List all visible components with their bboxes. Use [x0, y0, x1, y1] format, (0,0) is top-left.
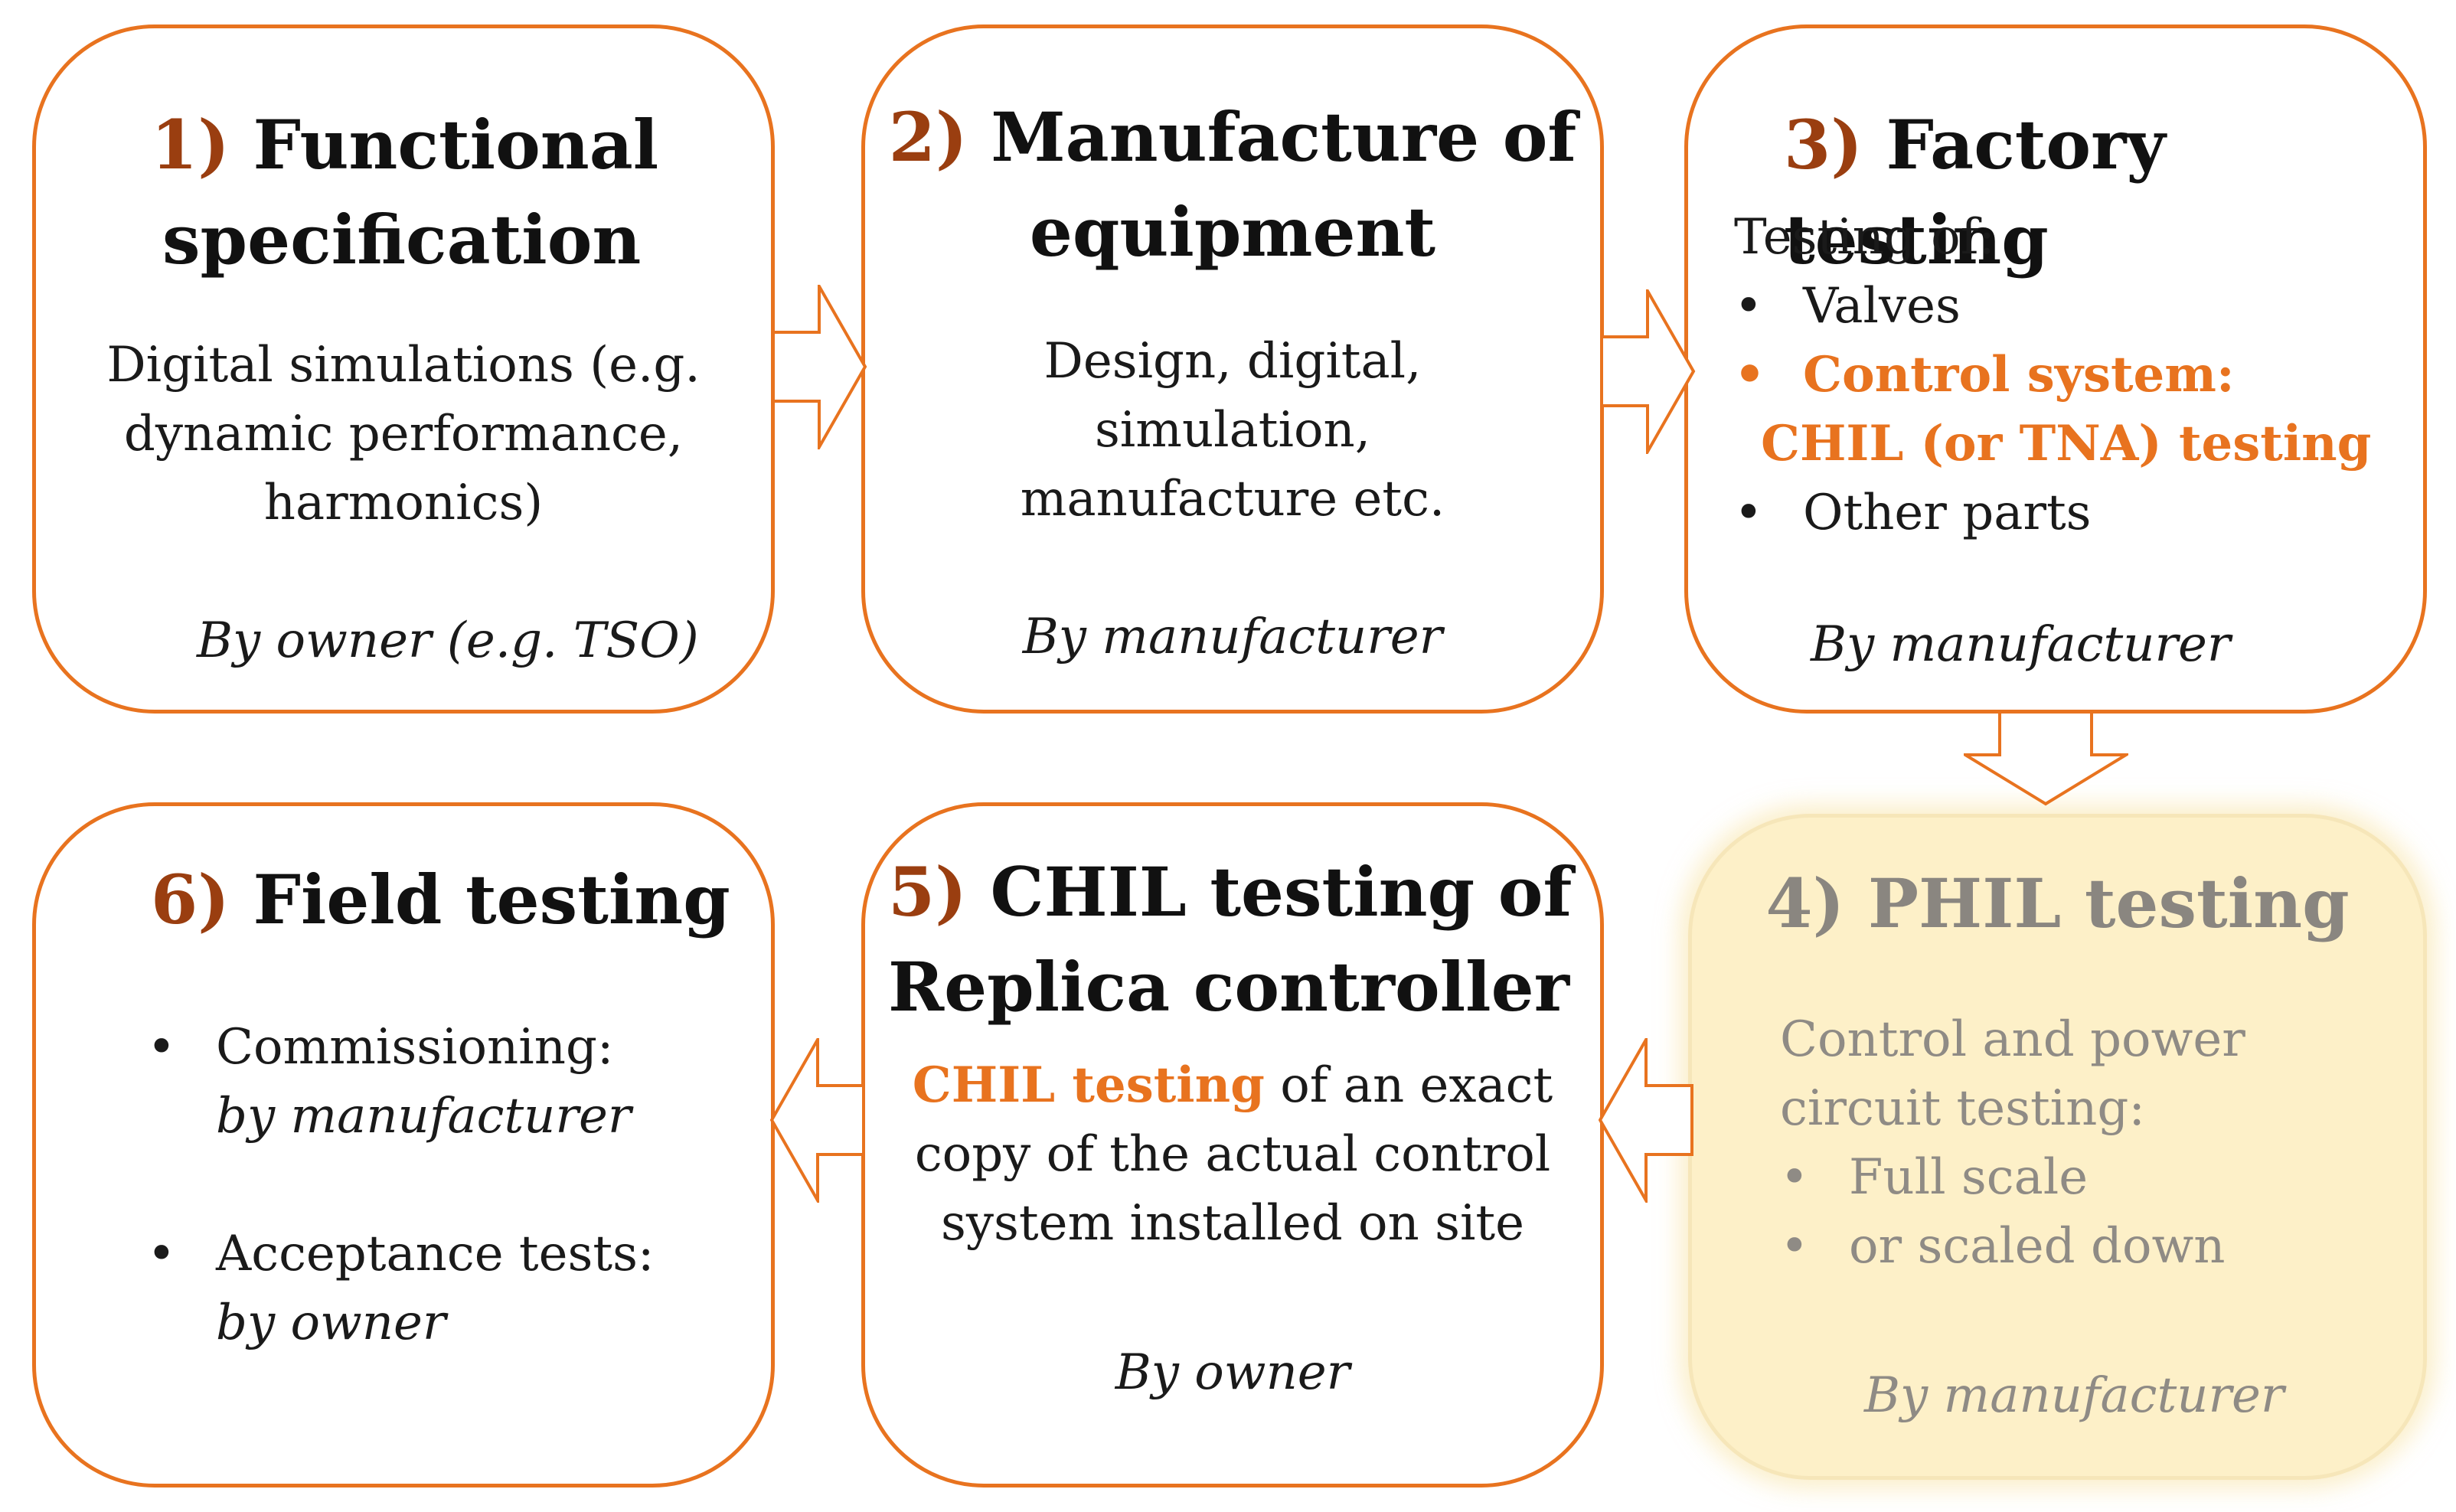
spacer [147, 1151, 771, 1220]
step-3-box: 3) Factory testing Testing of: • Valves •… [1684, 24, 2427, 714]
step-4-number: 4) [1765, 864, 1845, 943]
step-2-owner: By manufacturer [1022, 609, 1443, 665]
arrow-1-to-2-icon [772, 285, 867, 449]
step-2-line: manufacture etc. [1020, 471, 1445, 527]
step-5-line-rest: of an exact [1264, 1057, 1553, 1114]
step-1-box: 1) Functional specification Digital simu… [32, 24, 775, 714]
step-1-title-line-1: Functional [253, 105, 659, 185]
step-3-owner: By manufacturer [1811, 616, 2231, 673]
step-5-line: system installed on site [941, 1195, 1524, 1252]
step-5-title: 5) CHIL testing of [865, 844, 1600, 939]
step-4-item-text: or scaled down [1849, 1218, 2226, 1275]
step-4-owner: By manufacturer [1864, 1367, 2285, 1424]
step-3-item-control: • Control system: [1734, 341, 2423, 410]
step-5-description: CHIL testing of an exact copy of the act… [865, 1051, 1600, 1258]
bullet-icon: • [1734, 346, 1765, 403]
step-4-line: Control and power [1780, 1011, 2245, 1068]
step-1-owner: By owner (e.g. TSO) [197, 612, 699, 669]
step-2-line: Design, digital, [1043, 333, 1422, 390]
step-6-item-commissioning: • Commissioning: [147, 1013, 771, 1082]
step-2-title-line-2: equipment [1029, 192, 1436, 272]
step-4-item-scaled: • or scaled down [1780, 1212, 2423, 1281]
step-6-number: 6) [151, 860, 230, 939]
step-4-item-text: Full scale [1849, 1149, 2089, 1206]
step-5-number: 5) [888, 852, 967, 932]
step-3-title-text: Factory testing [1784, 105, 2166, 279]
step-1-line: harmonics) [263, 475, 544, 531]
step-6-item-acceptance: • Acceptance tests: [147, 1220, 771, 1288]
arrow-5-to-6-icon [770, 1038, 865, 1203]
bullet-icon: • [1780, 1218, 1809, 1275]
step-2-description: Design, digital, simulation, manufacture… [865, 327, 1600, 534]
step-4-title: 4) PHIL testing [1692, 856, 2423, 951]
bullet-icon: • [147, 1226, 176, 1282]
step-4-box: 4) PHIL testing Control and power circui… [1688, 814, 2427, 1480]
step-3-item-valves: • Valves [1734, 272, 2423, 341]
step-3-item-text: Valves [1803, 278, 1961, 335]
step-3-item-control-line-2: CHIL (or TNA) testing [1761, 415, 2372, 472]
bullet-icon: • [1734, 278, 1763, 335]
step-3-intro: Testing of: [1734, 209, 1995, 266]
step-5-owner: By owner [1115, 1344, 1350, 1401]
step-2-line: simulation, [1094, 402, 1371, 459]
step-2-title: 2) Manufacture of [865, 90, 1600, 185]
step-4-title-text: PHIL testing [1867, 864, 2350, 943]
step-2-number: 2) [888, 97, 968, 177]
step-3-description: Testing of: • Valves • Control system: CHI… [1688, 203, 2423, 547]
step-5-title-line-1: CHIL testing of [990, 852, 1573, 932]
step-3-item-text: Control system: [1803, 346, 2235, 403]
arrow-2-to-3-icon [1600, 289, 1696, 454]
step-5-line: CHIL testing of an exact [865, 1051, 1600, 1120]
bullet-icon: • [1734, 485, 1763, 541]
step-3-number: 3) [1784, 105, 1863, 185]
arrow-3-to-4-icon [1964, 710, 2128, 806]
step-6-title-text: Field testing [253, 860, 730, 939]
step-1-title-line-2: specification [162, 200, 642, 279]
bullet-icon: • [1780, 1149, 1809, 1206]
step-2-title-line-1: Manufacture of [991, 97, 1577, 177]
step-6-item-text: Acceptance tests: [216, 1226, 655, 1282]
bullet-icon: • [147, 1019, 176, 1076]
step-6-item-text: Commissioning: [216, 1019, 614, 1076]
step-4-item-full: • Full scale [1780, 1143, 2423, 1212]
step-6-title: 6) Field testing [36, 852, 771, 947]
step-6-item-owner: by manufacturer [216, 1088, 632, 1145]
step-1-number: 1) [151, 105, 230, 185]
step-2-box: 2) Manufacture of equipment Design, digi… [861, 24, 1604, 714]
step-1-line: Digital simulations (e.g. [106, 337, 701, 394]
step-5-highlight: CHIL testing [912, 1056, 1265, 1114]
step-1-title: 1) Functional [36, 97, 771, 192]
step-4-line: circuit testing: [1780, 1080, 2145, 1137]
step-5-title-line-2: Replica controller [888, 947, 1569, 1027]
step-1-line: dynamic performance, [123, 406, 684, 462]
step-4-description: Control and power circuit testing: • Full… [1692, 1005, 2423, 1281]
step-5-line: copy of the actual control [914, 1126, 1551, 1183]
step-6-description: • Commissioning: by manufacturer • Accepta… [36, 1013, 771, 1357]
step-6-box: 6) Field testing • Commissioning: by manu… [32, 802, 775, 1488]
step-3-item-text: Other parts [1803, 485, 2092, 541]
arrow-4-to-5-icon [1599, 1038, 1693, 1203]
step-1-description: Digital simulations (e.g. dynamic perfor… [36, 331, 771, 537]
step-6-item-owner: by owner [216, 1295, 446, 1351]
step-3-title: 3) Factory testing [1688, 97, 2423, 287]
step-3-item-other: • Other parts [1734, 478, 2423, 547]
step-5-box: 5) CHIL testing of Replica controller CH… [861, 802, 1604, 1488]
